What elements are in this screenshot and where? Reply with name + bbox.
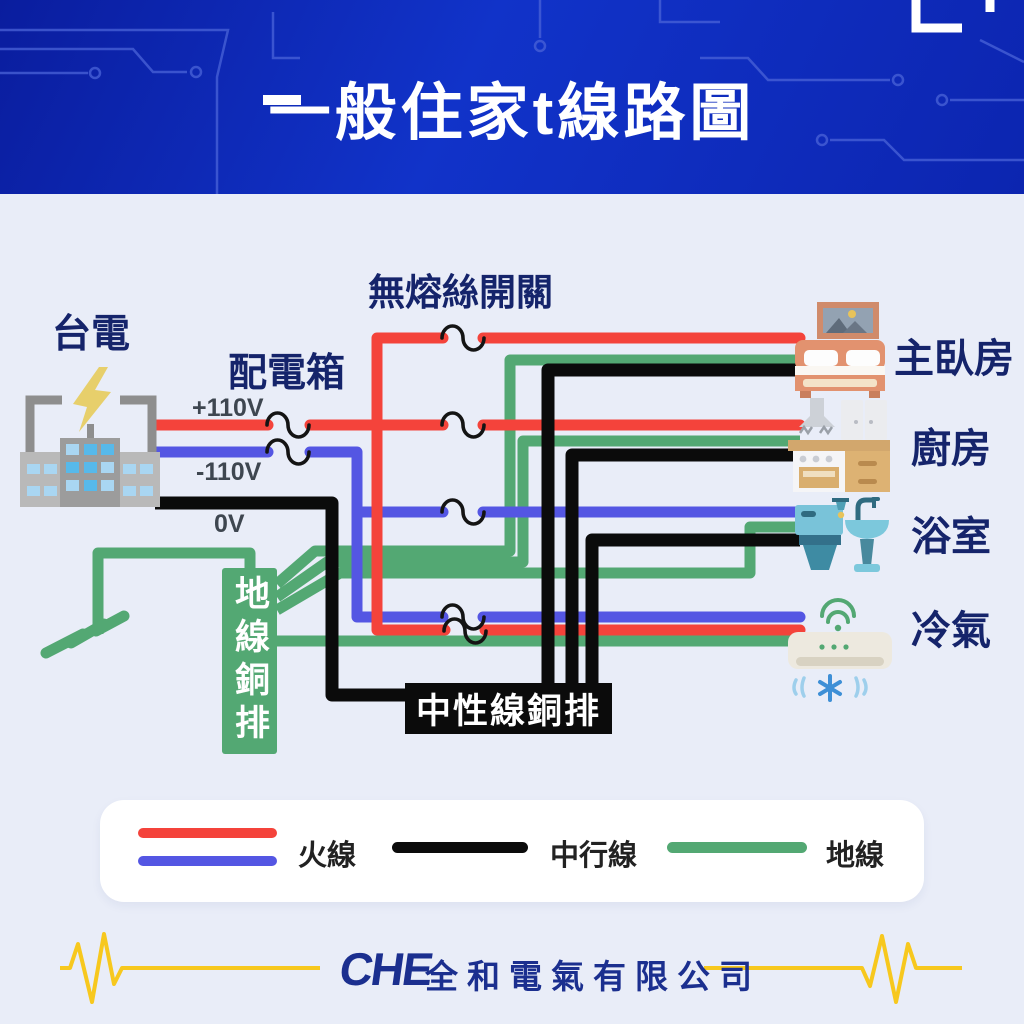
kitchen-icon xyxy=(788,398,890,492)
earth-ground-icon xyxy=(40,610,130,659)
voltage-zero-label: 0V xyxy=(214,510,245,538)
panel-label: 配電箱 xyxy=(228,352,346,395)
page-title: 一般住家t線路圖 xyxy=(268,79,756,148)
neutral-wire-paths xyxy=(155,363,800,702)
lightning-icon xyxy=(73,367,111,432)
legend-live-label: 火線 xyxy=(298,840,357,872)
bathroom-icon xyxy=(795,497,889,572)
live-blue-wire-paths xyxy=(149,446,806,623)
circuit-pattern-decoration xyxy=(0,0,1024,194)
room-label-master-bedroom: 主臥房 xyxy=(894,337,1014,381)
legend-live-red-swatch xyxy=(138,828,277,838)
room-label-air-conditioner: 冷氣 xyxy=(911,609,991,653)
neutral-busbar: 中性線銅排 xyxy=(405,683,612,734)
company-logo: CHE xyxy=(336,943,435,995)
legend-live-blue-swatch xyxy=(138,856,277,866)
breaker-symbols xyxy=(265,324,488,645)
ground-busbar: 地線銅排 xyxy=(222,568,277,754)
voltage-minus110-label: -110V xyxy=(196,458,262,486)
legend-ground-swatch xyxy=(667,842,807,853)
legend-neutral-label: 中行線 xyxy=(550,840,638,872)
breaker-label: 無熔絲開關 xyxy=(368,272,553,313)
power-plant-icon xyxy=(20,367,160,507)
header-banner: 一般住家t線路圖 xyxy=(0,0,1024,194)
legend-box: 火線 中行線 地線 xyxy=(100,800,924,902)
voltage-plus110-label: +110V xyxy=(192,394,264,422)
room-label-kitchen: 廚房 xyxy=(911,427,991,471)
live-red-wire-paths xyxy=(149,332,806,636)
legend-ground-label: 地線 xyxy=(826,840,885,872)
legend-neutral-swatch xyxy=(392,842,528,853)
air-conditioner-icon xyxy=(788,598,892,702)
room-label-bathroom: 浴室 xyxy=(911,515,991,559)
company-name: 全和電氣有限公司 xyxy=(425,958,761,995)
bed-icon xyxy=(795,302,885,398)
ground-wire-paths xyxy=(92,354,800,647)
taipower-label: 台電 xyxy=(52,313,131,356)
